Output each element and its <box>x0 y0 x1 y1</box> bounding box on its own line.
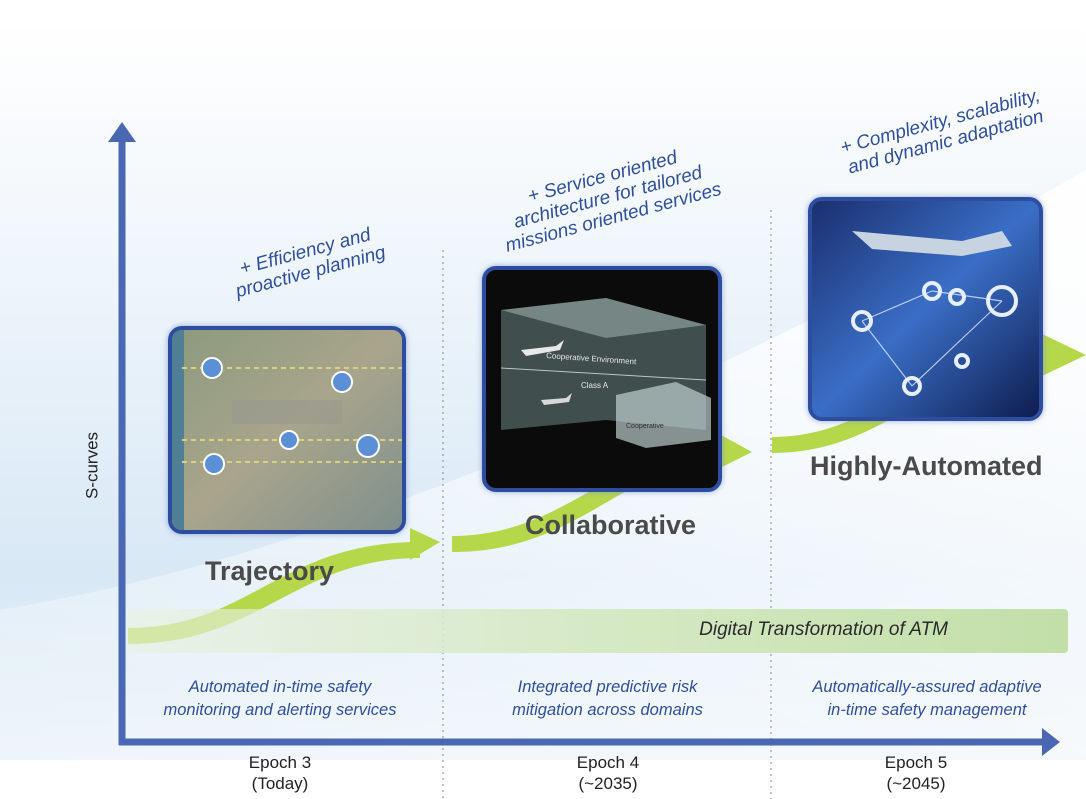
airplane-icon <box>203 453 225 475</box>
x-axis-arrowhead <box>1042 728 1060 756</box>
digital-transformation-band: Digital Transformation of ATM <box>128 609 1068 653</box>
stage-title-highly-automated: Highly-Automated <box>810 451 1043 481</box>
airplane-icon <box>279 430 299 450</box>
y-axis-label: S-curves <box>82 431 102 500</box>
highly-automated-image <box>808 197 1043 421</box>
airplane-icon <box>541 393 572 405</box>
s-curve-2-head <box>712 430 752 472</box>
cooperative-label: Cooperative <box>626 423 664 430</box>
digital-transformation-label: Digital Transformation of ATM <box>699 619 948 640</box>
epoch-3-label: Epoch 3(Today) <box>248 753 312 793</box>
stage-title-trajectory: Trajectory <box>205 556 335 586</box>
s-curve-3-head <box>1040 333 1086 377</box>
airplane-icon <box>521 340 564 356</box>
stage-title-collaborative: Collaborative <box>525 510 697 540</box>
airplane-icon <box>356 434 380 458</box>
s-curve-1-head <box>410 528 440 560</box>
airplane-icon <box>852 231 1012 256</box>
epoch-4-label: Epoch 4(~2035) <box>576 753 640 793</box>
class-a-label: Class A <box>581 381 609 390</box>
trajectory-image <box>168 326 406 534</box>
y-axis-arrowhead <box>108 122 136 142</box>
airplane-icon <box>201 357 223 379</box>
collaborative-image: Cooperative Environment Class A Cooperat… <box>482 266 722 492</box>
airplane-icon <box>331 371 353 393</box>
epoch-5-label: Epoch 5(~2045) <box>884 753 948 793</box>
